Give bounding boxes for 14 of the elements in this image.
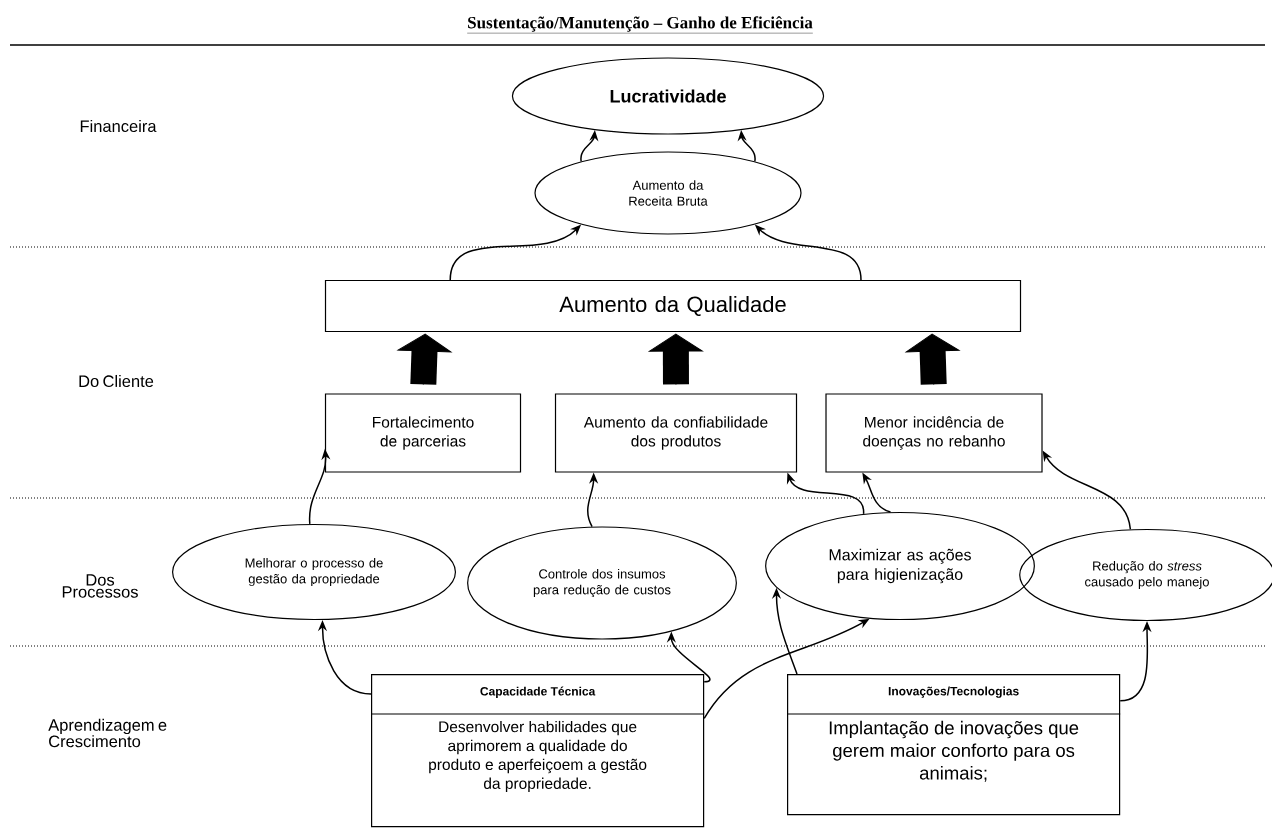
title: Sustentação/Manutenção – Ganho de Eficiência <box>466 16 814 34</box>
row-label: Financeira <box>80 119 157 133</box>
row-label: Do Cliente <box>79 374 154 388</box>
row-label: Dos Processos <box>62 574 138 598</box>
row-label: Aprendizagem e Crescimento <box>48 718 167 748</box>
block-arrow <box>397 333 452 385</box>
block-arrow <box>649 333 703 385</box>
goal-table: Capacidade Técnica Desenvolver habilidades que aprimorem a qualidade do produto e aperfeiçoem a gestão da propriedade. <box>370 674 705 828</box>
objective-box: Menor incidência de doenças no rebanho <box>825 393 1043 473</box>
objective-box: Aumento da Qualidade <box>324 279 1022 333</box>
goal-table: Inovações/Tecnologias Implantação de inovações que gerem maior conforto para os animais; <box>786 674 1121 816</box>
objective-box: Fortalecimento de parcerias <box>324 393 522 473</box>
objective-box: Aumento da confiabilidade dos produtos <box>554 393 798 473</box>
block-arrow <box>905 333 960 385</box>
